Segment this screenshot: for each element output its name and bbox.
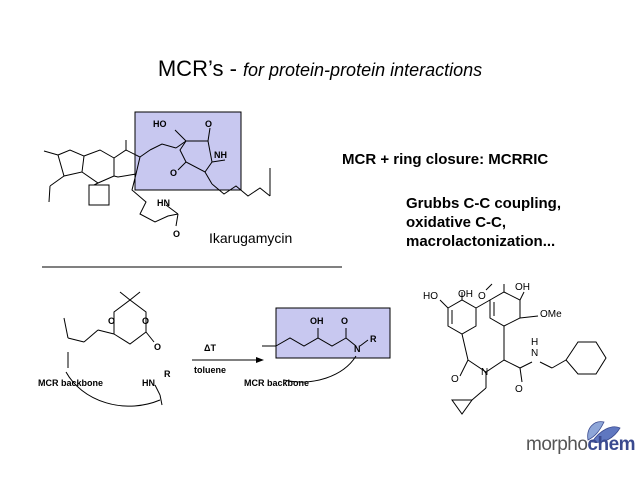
reactant-label-r: R <box>164 369 171 379</box>
ikaru-label-o-top: O <box>205 119 212 129</box>
grubbs-line-3: macrolactonization... <box>406 233 556 250</box>
product-label-n: N <box>354 344 361 354</box>
ikaru-label-hn: HN <box>157 198 170 208</box>
reaction-arrow: ΔT toluene <box>192 343 264 375</box>
logo-part-2: chem <box>587 434 636 455</box>
product-labels: OH O N R MCR backbone <box>244 316 377 388</box>
right-label-ome: OMe <box>540 309 562 320</box>
right-label-n-ring: N <box>481 367 488 378</box>
product-structure <box>262 307 391 383</box>
reactant-label-o1: O <box>108 316 115 326</box>
right-label-oh2: OH <box>515 282 530 293</box>
reactant-labels: O O O HN R MCR backbone <box>38 316 171 388</box>
reactant-label-hn: HN <box>142 378 155 388</box>
title-main: MCR’s - <box>157 56 244 81</box>
product-label-backbone: MCR backbone <box>244 378 309 388</box>
reactant-label-o3: O <box>154 342 161 352</box>
right-label-h: H <box>531 337 538 348</box>
ikarugamycin-labels: HO O NH O HN O <box>153 119 227 239</box>
product-label-o: O <box>341 316 348 326</box>
grubbs-line-1: Grubbs C-C coupling, <box>406 195 561 212</box>
mcrric-text: MCR + ring closure: MCRRIC <box>342 151 549 168</box>
arrow-label-bottom: toluene <box>194 365 226 375</box>
reactant-label-o2: O <box>142 316 149 326</box>
ikarugamycin-structure <box>43 111 271 227</box>
right-molecule-structure <box>439 283 607 415</box>
grubbs-line-2: oxidative C-C, <box>406 214 507 231</box>
right-label-o-me: O <box>478 291 486 302</box>
right-label-ho: HO <box>423 291 438 302</box>
product-label-r: R <box>370 334 377 344</box>
butterfly-logo-icon <box>587 421 621 443</box>
logo-part-1: morpho <box>526 434 588 455</box>
right-label-n-amide: N <box>531 348 538 359</box>
ikaru-label-nh: NH <box>214 150 227 160</box>
arrow-label-top: ΔT <box>204 343 216 353</box>
right-label-o-amide: O <box>515 384 523 395</box>
ikarugamycin-highlight-box <box>134 111 242 191</box>
morphochem-logo: morphochem <box>526 434 636 456</box>
ikaru-label-ho: HO <box>153 119 167 129</box>
reactant-structure <box>63 291 163 407</box>
right-label-o-lactam: O <box>451 374 459 385</box>
right-molecule-labels: HO OH O OH OMe H N O N O <box>423 282 562 395</box>
title-subtitle: for protein-protein interactions <box>243 60 483 80</box>
ikaru-label-o-low: O <box>170 168 177 178</box>
product-highlight-box <box>275 307 391 359</box>
product-label-oh: OH <box>310 316 324 326</box>
reactant-label-backbone: MCR backbone <box>38 378 103 388</box>
slide-title: MCR’s - for protein-protein interactions <box>0 56 640 82</box>
right-label-oh1: OH <box>458 289 473 300</box>
ikaru-label-o-amide: O <box>173 229 180 239</box>
compound-name-ikarugamycin: Ikarugamycin <box>209 230 293 246</box>
